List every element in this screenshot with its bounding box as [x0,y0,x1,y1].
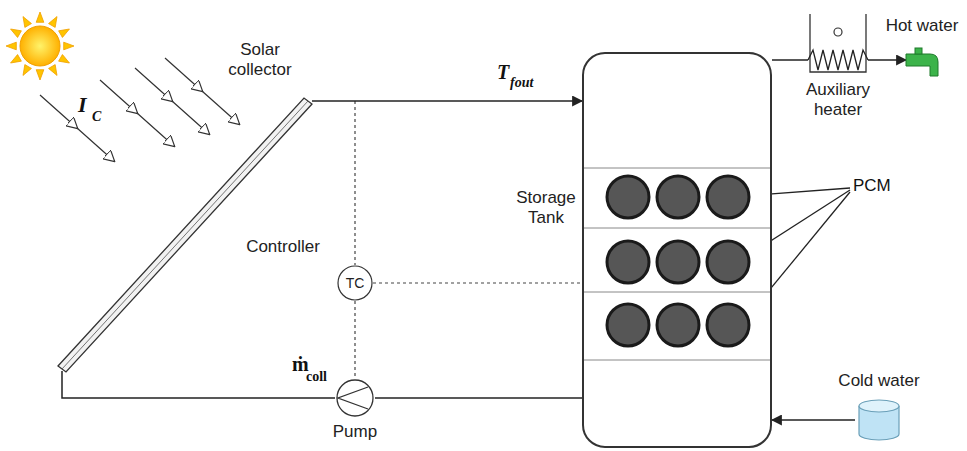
pcm-capsule [707,304,749,346]
pcm-capsule [707,176,749,218]
tank-outline [583,53,771,447]
faucet-handle [915,48,922,54]
storage-tank: Storage Tank [582,52,772,448]
heater-vessel [810,14,866,72]
cold-water-supply: Cold water [855,398,903,442]
pcm-capsule [607,241,649,283]
sensor-line [354,101,355,265]
solar-collector: Solar collector [58,98,312,374]
symbol-subscript: coll [306,370,327,384]
sun-ray [49,17,57,28]
pcm-capsule [657,304,699,346]
storage-tank-shape [582,52,772,448]
sun-ray [23,17,31,28]
pipe [375,397,582,399]
auxiliary-heater: Auxiliary heater [808,14,868,74]
sun-ray [6,42,16,50]
pipe [868,59,906,61]
symbol-subscript: C [92,110,101,124]
symbol-subscript: fout [510,76,533,90]
cold-water-supply-shape [855,398,903,442]
node-label: Storage Tank [514,188,578,228]
sun-ray [59,29,70,37]
pcm-capsule [657,241,699,283]
heater-indicator [834,28,842,36]
pipe [312,100,582,102]
pcm-capsule [607,304,649,346]
pump-symbol [338,387,368,409]
pipe [62,371,335,398]
node-label: Controller [237,237,329,257]
control-signal-line [354,301,355,378]
collector-tube [62,101,308,369]
auxiliary-heater-shape [808,14,868,74]
pipe [772,419,855,421]
pcm-capsule [707,241,749,283]
sun-ray [36,12,44,22]
collector-panel [58,98,312,372]
node-label: Solar collector [210,40,310,80]
pcm-capsule [657,176,699,218]
sun-ray [11,55,22,63]
tank-layer-line [584,228,770,229]
sun-disc [20,26,60,66]
pump: Pump [335,378,375,418]
controller: ControllerTC [337,265,373,301]
faucet-body [906,54,938,76]
node-label: Auxiliary heater [796,80,880,120]
hot-water-tap: Hot water [906,48,946,84]
pump-shape [335,378,375,418]
node-label: Hot water [880,16,964,36]
hot-water-tap-shape [906,48,946,84]
sun-ray [59,55,70,63]
node-label: Cold water [815,371,943,391]
pcm-capsule [607,176,649,218]
sun [6,12,74,80]
irradiance-symbol: I [78,94,87,116]
temperature-symbol: T [497,62,509,82]
sun-ray [11,29,22,37]
sun-rays [6,12,74,80]
heater-coil [808,50,868,70]
irradiance-arrow [135,68,209,134]
controller-circle [338,266,372,300]
tank-layer-line [584,292,770,293]
sun-ray [64,42,74,50]
tank-layer-line [584,168,770,169]
solar-collector-shape [58,98,312,374]
node-label: Pump [315,422,395,442]
tank-layer-line [584,360,770,361]
sun-ray [49,65,57,76]
sun-ray [23,65,31,76]
irradiance-arrow [165,58,239,124]
pump-circle [337,380,373,416]
sun-ray [36,70,44,80]
node-text: TC [337,265,373,301]
part-label: PCM [853,177,891,194]
irradiance-arrow [100,80,174,146]
water-container-top [859,400,899,412]
irradiance-arrow [40,95,114,161]
pipe [772,59,808,61]
irradiance-arrows [40,58,239,161]
control-signal-line [373,282,582,283]
